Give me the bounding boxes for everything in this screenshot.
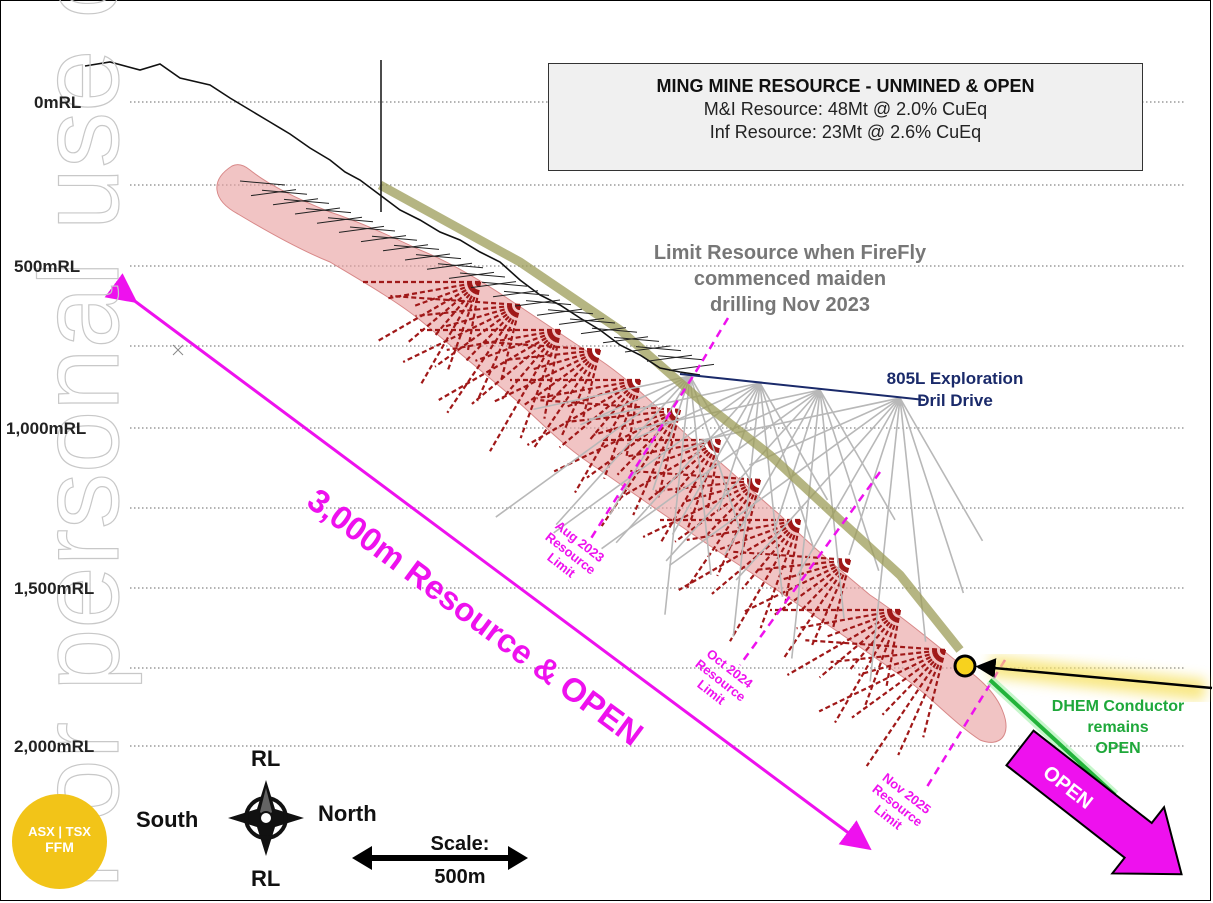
- mine-level: [272, 198, 319, 206]
- mine-level: [239, 180, 286, 186]
- rl-label-500: 500mRL: [14, 257, 81, 276]
- mine-level: [371, 235, 418, 241]
- mine-level: [360, 235, 407, 243]
- red-drill-hole: [885, 609, 902, 689]
- drive-note-line2: Dril Drive: [917, 391, 993, 410]
- resource-summary-box: MING MINE RESOURCE - UNMINED & OPEN M&I …: [548, 63, 1143, 171]
- mine-level: [668, 363, 715, 371]
- resource-length-arrow: [104, 273, 872, 851]
- summary-mi-resource: M&I Resource: 48Mt @ 2.0% CuEq: [703, 99, 988, 119]
- rl-label-1500: 1,500mRL: [14, 579, 95, 598]
- conductor-pointer-arrow: [975, 658, 1213, 690]
- dhem-note-line3: OPEN: [1095, 740, 1141, 757]
- limit-note-line2: commenced maiden: [693, 268, 887, 290]
- scale-arrow-left-head: [352, 846, 372, 870]
- mine-level: [305, 208, 352, 214]
- rl-label-1000: 1,000mRL: [6, 419, 87, 438]
- compass-bottom-label: RL: [251, 866, 281, 891]
- dhem-note-line2: remains: [1087, 719, 1149, 736]
- mine-level: [283, 198, 330, 204]
- mine-level: [382, 244, 429, 252]
- red-drill-hole: [922, 649, 947, 738]
- drive-note-line1: 805L Exploration: [886, 369, 1024, 388]
- aug-2023-limit-label: Aug 2023 Resource Limit: [543, 518, 608, 581]
- mine-level: [327, 217, 374, 223]
- target-circle: [953, 654, 977, 678]
- grey-drill-hole: [869, 397, 901, 682]
- rl-label-2000: 2,000mRL: [14, 737, 95, 756]
- mine-level: [294, 207, 341, 215]
- mine-level: [349, 226, 396, 232]
- summary-title: MING MINE RESOURCE - UNMINED & OPEN: [656, 76, 1035, 96]
- limit-note-line3: drilling Nov 2023: [709, 294, 871, 316]
- compass-left-label: South: [136, 807, 199, 832]
- mine-level: [393, 244, 440, 250]
- scale-arrow-right-head: [508, 846, 528, 870]
- mine-level: [338, 225, 385, 233]
- ticker-badge: ASX | TSX FFM: [12, 794, 107, 889]
- dhem-conductor-line: [988, 678, 1117, 797]
- scale-label: Scale:: [430, 833, 490, 855]
- red-drill-hole: [865, 649, 946, 767]
- resource-length-label: 3,000m Resource & OPEN: [301, 481, 650, 753]
- grey-drill-hole: [899, 397, 984, 542]
- limit-note-line1: Limit Resource when FireFly: [653, 242, 927, 264]
- mine-level: [261, 189, 308, 195]
- mine-level: [250, 189, 297, 197]
- compass-top-label: RL: [251, 746, 281, 771]
- mine-level: [437, 263, 484, 269]
- rl-label-0: 0mRL: [34, 93, 82, 112]
- dhem-note-line1: DHEM Conductor: [1051, 698, 1185, 715]
- nov-2025-limit-label: Nov 2025 Resource Limit: [870, 770, 934, 833]
- mine-level: [316, 216, 363, 224]
- red-drill-hole: [863, 609, 902, 710]
- limit-leader-line: [698, 317, 730, 366]
- limit-resource-note: Limit Resource when FireFly commenced ma…: [610, 240, 970, 318]
- red-drill-hole: [851, 649, 946, 719]
- compass-right-label: North: [318, 801, 377, 826]
- red-drill-hole: [881, 649, 946, 716]
- exploration-drive-note: 805L Exploration Dril Drive: [840, 368, 1070, 412]
- summary-inf-resource: Inf Resource: 23Mt @ 2.6% CuEq: [709, 122, 982, 142]
- grey-drill-hole: [899, 397, 965, 594]
- watermark: For personal use only: [17, 0, 142, 890]
- red-drill-hole: [830, 648, 946, 664]
- nov-2025-limit-line: [923, 659, 1007, 791]
- mine-level: [404, 253, 451, 261]
- red-drill-hole: [858, 648, 946, 676]
- badge-exchanges: ASX | TSX: [28, 824, 91, 839]
- badge-ticker: FFM: [45, 839, 74, 855]
- scale-value: 500m: [434, 866, 486, 888]
- red-drill-hole: [897, 649, 947, 756]
- mine-level: [415, 254, 462, 260]
- mine-level: [426, 262, 473, 270]
- compass-rose-icon: [228, 780, 304, 856]
- dhem-conductor-note: DHEM Conductor remains OPEN: [1018, 696, 1213, 759]
